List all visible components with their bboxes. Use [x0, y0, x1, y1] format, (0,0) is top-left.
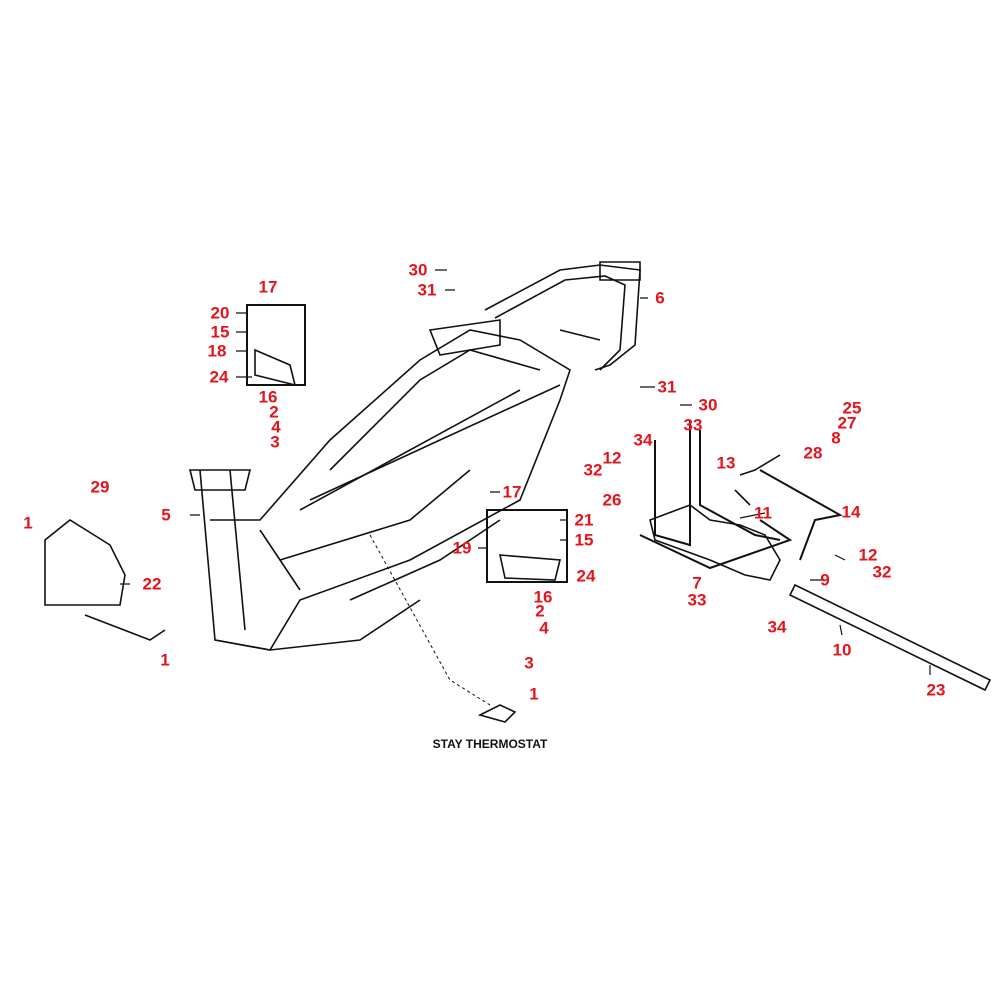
callout-16: 16 [533, 587, 553, 607]
callout-7: 7 [692, 573, 702, 593]
rear-carrier-drawing [484, 261, 641, 371]
callout-30: 30 [698, 395, 718, 415]
callout-23: 23 [926, 680, 946, 700]
callout-31: 31 [657, 377, 677, 397]
callout-1: 1 [160, 650, 170, 670]
callout-3: 3 [270, 432, 280, 452]
callout-13: 13 [716, 453, 736, 473]
callout-15: 15 [574, 530, 594, 550]
callout-12: 12 [602, 448, 622, 468]
callout-24: 24 [576, 566, 596, 586]
callout-2: 2 [535, 601, 545, 621]
main-frame-drawing [188, 319, 571, 651]
callout-26: 26 [602, 490, 622, 510]
callout-15: 15 [210, 322, 230, 342]
callout-17: 17 [258, 277, 278, 297]
callout-30: 30 [408, 260, 428, 280]
callout-12: 12 [858, 545, 878, 565]
callout-16: 16 [258, 387, 278, 407]
callout-10: 10 [832, 640, 852, 660]
callout-4: 4 [539, 618, 549, 638]
callout-34: 34 [633, 430, 653, 450]
callout-2: 2 [269, 402, 279, 422]
callout-34: 34 [767, 617, 787, 637]
callout-5: 5 [161, 505, 171, 525]
callout-33: 33 [687, 590, 707, 610]
callout-27: 27 [837, 413, 857, 433]
callout-3: 3 [524, 653, 534, 673]
callout-32: 32 [583, 460, 603, 480]
callout-8: 8 [831, 428, 841, 448]
engine-hanger-drawing [649, 454, 992, 692]
callout-20: 20 [210, 303, 230, 323]
callout-31: 31 [417, 280, 437, 300]
callout-4: 4 [271, 417, 281, 437]
callout-1: 1 [529, 684, 539, 704]
callout-24: 24 [209, 367, 229, 387]
callout-14: 14 [841, 502, 861, 522]
stay-thermostat-label: STAY THERMOSTAT [432, 737, 548, 751]
front-bracket-drawing [44, 519, 166, 641]
callout-1: 1 [23, 513, 33, 533]
callout-11: 11 [754, 503, 772, 523]
callout-22: 22 [142, 574, 162, 594]
callout-18: 18 [207, 341, 227, 361]
callout-25: 25 [842, 398, 862, 418]
callout-17: 17 [502, 482, 522, 502]
callout-6: 6 [655, 288, 665, 308]
stay-thermostat-drawing [477, 704, 517, 723]
callout-19: 19 [452, 538, 472, 558]
callout-33: 33 [683, 415, 703, 435]
callout-28: 28 [803, 443, 823, 463]
callout-29: 29 [90, 477, 110, 497]
callout-21: 21 [574, 510, 594, 530]
callout-32: 32 [872, 562, 892, 582]
callout-9: 9 [820, 570, 830, 590]
